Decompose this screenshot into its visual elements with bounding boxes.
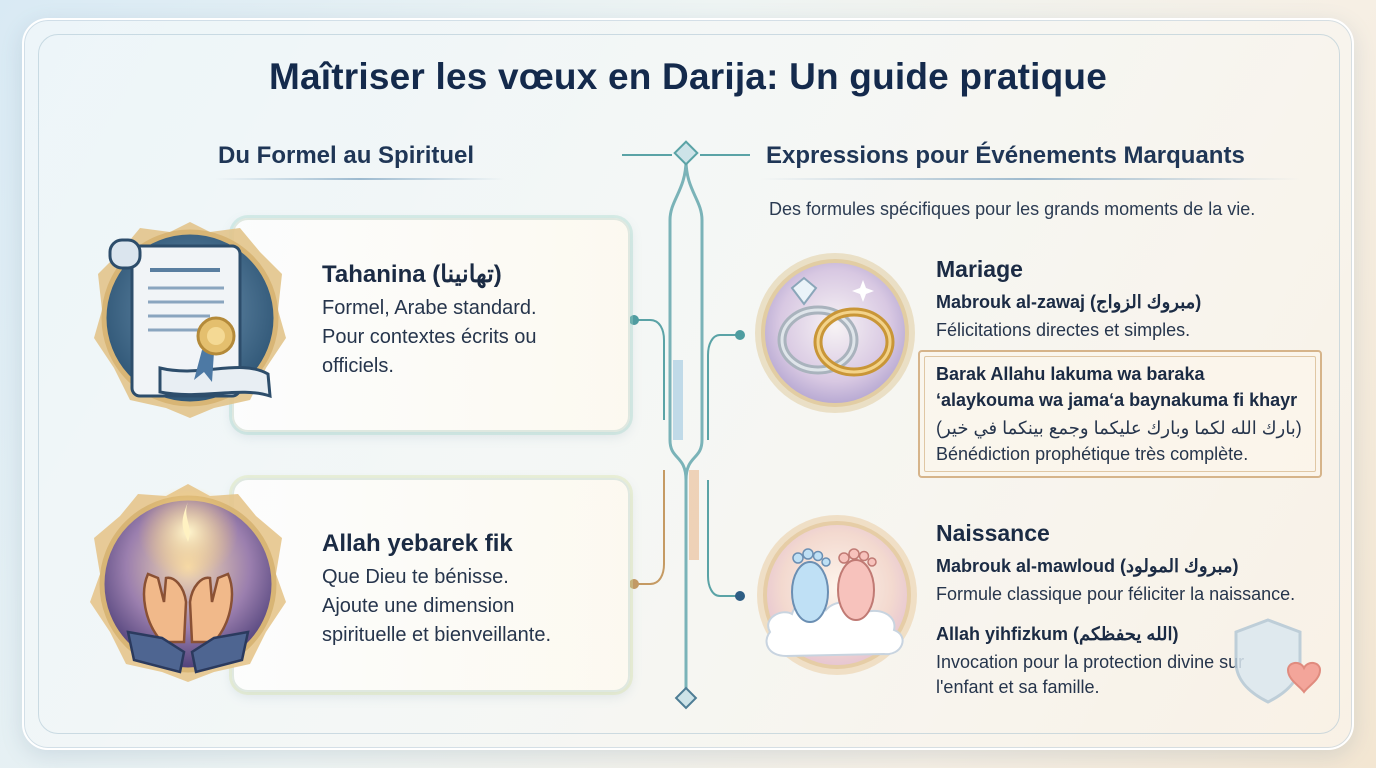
scroll-certificate-icon	[94, 222, 286, 418]
card-tahanina-description: Formel, Arabe standard. Pour contextes é…	[322, 294, 537, 381]
praying-hands-icon	[90, 484, 286, 682]
right-section-heading: Expressions pour Événements Marquants	[766, 142, 1245, 169]
naissance-expr1-title: Mabrouk al-mawloud (مبروك المولود)	[936, 556, 1239, 576]
shield-heart-icon	[1234, 618, 1322, 704]
naissance-expr2-title: Allah yihfizkum (الله يحفظكم)	[936, 624, 1179, 644]
card-tahanina-line-2: Pour contextes écrits ou	[322, 326, 537, 348]
card-allah-yebarek-description: Que Dieu te bénisse. Ajoute une dimensio…	[322, 563, 551, 650]
page-title: Maîtriser les vœux en Darija: Un guide p…	[269, 56, 1107, 97]
card-allah-yebarek-line-1: Que Dieu te bénisse.	[322, 566, 509, 588]
mariage-expr2-title-line2: ʻalaykouma wa jamaʻa baynakuma fi khayr	[936, 390, 1298, 410]
mariage-heading: Mariage	[936, 256, 1023, 282]
card-tahanina-line-1: Formel, Arabe standard.	[322, 297, 537, 319]
naissance-expr1-text: Formule classique pour féliciter la nais…	[936, 584, 1296, 604]
card-tahanina	[232, 218, 630, 432]
naissance-expr2-text-line-1: Invocation pour la protection divine sur	[936, 652, 1245, 672]
right-heading-underline	[760, 178, 1300, 180]
mariage-expr1-title: Mabrouk al-zawaj (مبروك الزواج)	[936, 292, 1202, 312]
mariage-expr2-title-line1: Barak Allahu lakuma wa baraka	[936, 364, 1205, 384]
card-tahanina-line-3: officiels.	[322, 355, 394, 377]
naissance-expr2-text: Invocation pour la protection divine sur…	[936, 650, 1244, 700]
wedding-rings-icon	[755, 253, 915, 413]
left-heading-underline	[215, 178, 505, 180]
card-allah-yebarek-line-3: spirituelle et bienveillante.	[322, 624, 552, 646]
card-allah-yebarek	[232, 478, 630, 692]
naissance-heading: Naissance	[936, 520, 1050, 546]
mariage-expr2-text: Bénédiction prophétique très complète.	[936, 444, 1249, 464]
left-section-heading: Du Formel au Spirituel	[218, 142, 475, 169]
card-allah-yebarek-title: Allah yebarek fik	[322, 530, 513, 557]
mariage-expr2-arabic: (بارك الله لكما وبارك عليكما وجمع بينكما…	[936, 418, 1302, 438]
baby-feet-icon	[757, 515, 917, 675]
mariage-blessing-box	[918, 350, 1322, 478]
mariage-expr1-text: Félicitations directes et simples.	[936, 320, 1191, 340]
card-allah-yebarek-line-2: Ajoute une dimension	[322, 595, 515, 617]
right-section-subtitle: Des formules spécifiques pour les grands…	[769, 199, 1256, 219]
naissance-expr2-text-line-2: l'enfant et sa famille.	[936, 677, 1100, 697]
card-tahanina-title: Tahanina (تهانينا)	[322, 261, 502, 288]
